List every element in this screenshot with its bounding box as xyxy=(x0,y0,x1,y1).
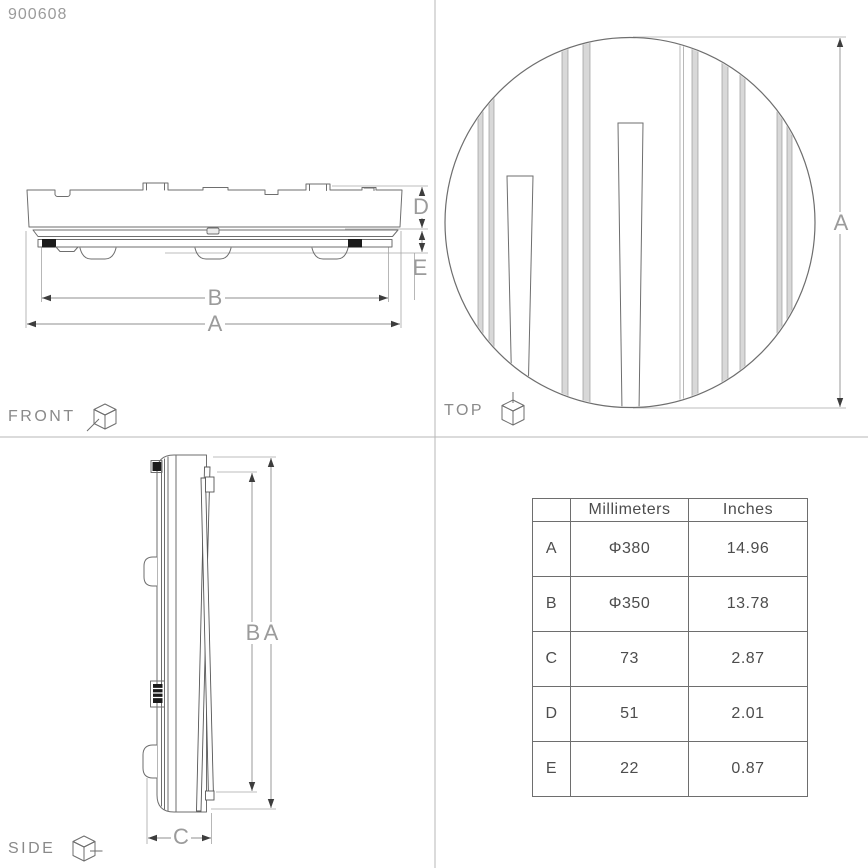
row-key: B xyxy=(532,576,571,632)
side-view-label: SIDE xyxy=(8,840,56,857)
top-wedge-center xyxy=(617,122,644,407)
row-inches: 2.01 xyxy=(688,686,808,742)
top-view-drawing xyxy=(444,36,846,409)
front-left-clip xyxy=(42,239,56,248)
row-key: C xyxy=(532,631,571,687)
side-view-cube-icon xyxy=(72,835,103,862)
table-corner-cell xyxy=(532,498,571,522)
top-view-cube-icon xyxy=(501,392,525,426)
row-mm: Φ350 xyxy=(570,576,689,632)
front-diffuser-band xyxy=(37,239,393,248)
side-canopy-outline xyxy=(156,454,207,813)
front-right-clip xyxy=(348,239,362,248)
front-scallops xyxy=(79,247,349,260)
row-mm: 22 xyxy=(570,741,689,797)
side-top-clip xyxy=(152,462,161,471)
front-dim-label-d: D xyxy=(411,196,431,218)
top-circle-outline xyxy=(444,36,816,409)
top-slats xyxy=(477,38,793,407)
side-view-tag: SIDE xyxy=(8,830,103,868)
side-dim-label-b: B xyxy=(243,622,263,644)
side-view-drawing xyxy=(142,454,276,844)
top-dim-label-a: A xyxy=(831,212,851,234)
product-code: 900608 xyxy=(8,6,68,23)
table-row: A Φ380 14.96 xyxy=(532,521,808,577)
table-row: C 73 2.87 xyxy=(532,631,808,687)
col-header-millimeters: Millimeters xyxy=(570,498,689,522)
front-dim-label-e: E xyxy=(412,255,428,280)
front-view-drawing xyxy=(25,182,428,328)
side-dim-label-c: C xyxy=(171,826,191,848)
table-header-row: Millimeters Inches xyxy=(532,498,808,522)
dimensions-table: Millimeters Inches A Φ380 14.96 B Φ350 1… xyxy=(532,498,808,797)
front-dim-label-b: B xyxy=(205,287,225,309)
front-center-clip xyxy=(206,227,220,235)
row-key: A xyxy=(532,521,571,577)
side-bump-lower xyxy=(142,744,157,779)
top-view-tag: TOP xyxy=(444,392,532,430)
row-mm: Φ380 xyxy=(570,521,689,577)
top-wedge-left xyxy=(506,175,534,401)
row-inches: 2.87 xyxy=(688,631,808,687)
side-bump-upper xyxy=(143,556,157,587)
col-header-inches: Inches xyxy=(688,498,808,522)
row-mm: 73 xyxy=(570,631,689,687)
front-view-cube-icon xyxy=(86,403,117,432)
front-view-tag: FRONT xyxy=(8,398,124,436)
row-mm: 51 xyxy=(570,686,689,742)
side-dim-label-a: A xyxy=(261,622,281,644)
row-key: E xyxy=(532,741,571,797)
row-key: D xyxy=(532,686,571,742)
row-inches: 0.87 xyxy=(688,741,808,797)
table-row: E 22 0.87 xyxy=(532,741,808,797)
top-view-label: TOP xyxy=(444,402,485,419)
row-inches: 13.78 xyxy=(688,576,808,632)
front-dim-label-a: A xyxy=(205,313,225,335)
table-row: D 51 2.01 xyxy=(532,686,808,742)
front-view-label: FRONT xyxy=(8,408,76,425)
front-canopy-outline xyxy=(26,182,403,228)
table-row: B Φ350 13.78 xyxy=(532,576,808,632)
row-inches: 14.96 xyxy=(688,521,808,577)
